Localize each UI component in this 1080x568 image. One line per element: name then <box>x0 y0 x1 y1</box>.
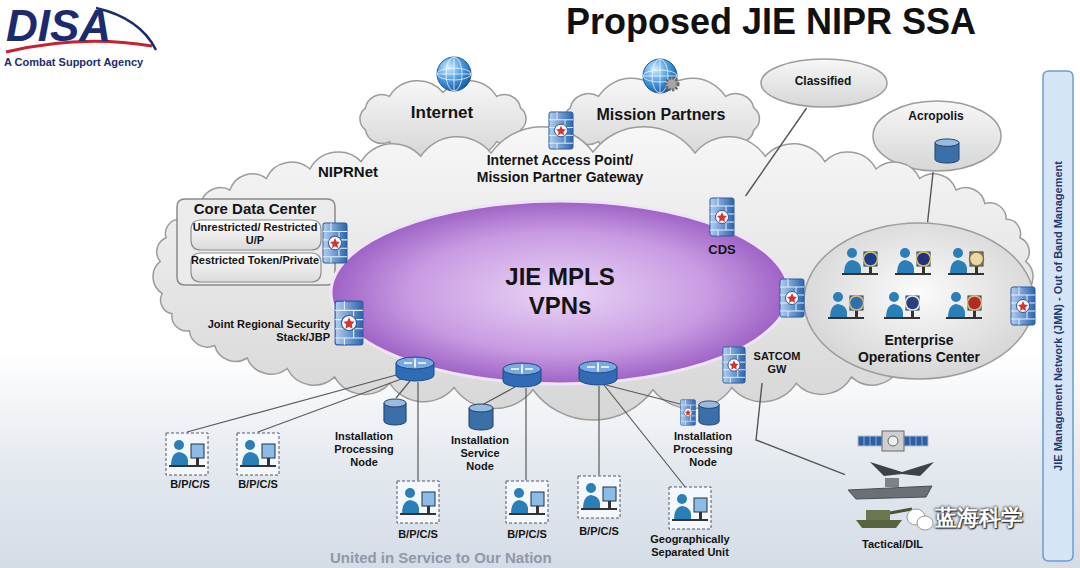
logo-tagline: A Combat Support Agency <box>4 56 143 69</box>
workstation-icon <box>166 433 208 475</box>
node-label: NIPRNet <box>318 163 418 181</box>
management-bar-outline <box>1043 71 1073 561</box>
firewall-icon <box>1011 287 1035 325</box>
node-label: JIE MPLS VPNs <box>490 263 630 321</box>
gear-icon <box>666 78 678 90</box>
node-label: Installation Service Node <box>446 434 514 474</box>
node-label: Mission Partners <box>556 105 766 124</box>
node-label: Joint Regional Security Stack/JBP <box>180 318 330 344</box>
router-icon <box>579 361 617 385</box>
workstation-icon <box>237 433 279 475</box>
tactical-node: Tactical/DIL <box>845 425 942 562</box>
mpls-ellipse-outline <box>331 201 789 384</box>
node-label: B/P/C/S <box>497 528 557 541</box>
node-label: Enterprise Operations Center <box>854 332 984 366</box>
enclave-pill-outline <box>191 253 321 282</box>
node-label: Internet Access Point/ Mission Partner G… <box>465 152 655 186</box>
operations-circle: Enterprise Operations Center <box>803 222 1035 380</box>
node-label: B/P/C/S <box>160 478 220 491</box>
watermark: United in Service to Our Nation <box>330 549 552 567</box>
operations-circle-outline <box>804 223 1034 379</box>
security-stack-node: Joint Regional Security Stack/JBP <box>180 318 332 350</box>
enclave-pill: Unrestricted/ Restricted U/P <box>190 219 322 251</box>
logo-tagline-wrap: A Combat Support Agency <box>4 56 143 69</box>
firewall-icon <box>681 400 696 426</box>
firewall-icon <box>323 223 347 263</box>
node-label: Installation Processing Node <box>322 430 406 470</box>
enclave-pill: Restricted Token/Private <box>190 252 322 283</box>
database-icon <box>469 404 493 430</box>
firewall-icon <box>723 347 745 383</box>
workstation-icon <box>578 476 620 518</box>
vertical-label: JIE Management Network (JMN) - Out of Ba… <box>1051 76 1065 556</box>
node-label: Core Data Center <box>176 200 334 218</box>
internet-cloud: Internet <box>352 82 534 156</box>
remote-unit-node: Geographically Separated Unit <box>640 533 742 563</box>
workstation-icon <box>669 487 711 529</box>
title-wrap: Proposed JIE NIPR SSA <box>566 0 976 43</box>
firewall-icon <box>335 301 363 345</box>
watermark: 蓝海科学 <box>935 505 1023 531</box>
node-label: Unrestricted/ Restricted U/P <box>190 221 320 247</box>
globe-icon <box>643 59 677 93</box>
gateway-node: Internet Access Point/ Mission Partner G… <box>450 112 670 192</box>
node-label: B/P/C/S <box>388 528 448 541</box>
node-label: Installation Processing Node <box>660 430 746 470</box>
node-label: Internet <box>352 103 532 123</box>
site-node: B/P/C/S <box>160 478 222 495</box>
watermark-wrap: United in Service to Our Nation <box>330 549 552 567</box>
site-node: B/P/C/S <box>497 528 559 545</box>
satellite-figure <box>858 431 928 451</box>
page-title: Proposed JIE NIPR SSA <box>566 0 976 43</box>
installation-node: Installation Processing Node <box>322 430 408 473</box>
wechat-icon <box>907 509 933 530</box>
firewall-icon <box>710 198 734 236</box>
logo-wordmark: DISA <box>6 0 111 53</box>
installation-node: Installation Service Node <box>438 434 522 477</box>
node-label: B/P/C/S <box>228 478 288 491</box>
acropolis-ellipse: Acropolis <box>872 100 1002 172</box>
node-label: Restricted Token/Private <box>190 254 320 267</box>
firewall-icon <box>780 279 804 317</box>
site-node: B/P/C/S <box>228 478 290 495</box>
classified-ellipse: Classified <box>760 58 888 108</box>
database-icon <box>935 139 959 163</box>
watermark-wrap: 蓝海科学 <box>935 505 1023 531</box>
enclave-pill-outline <box>191 220 321 250</box>
acropolis-ellipse-outline <box>873 101 1001 171</box>
classified-ellipse-outline <box>761 59 887 107</box>
data-center-box: Core Data CenterUnrestricted/ Restricted… <box>176 198 336 286</box>
router-icon <box>503 363 541 387</box>
node-label: B/P/C/S <box>569 525 629 538</box>
database-icon <box>384 399 406 425</box>
mpls-ellipse: JIE MPLS VPNs <box>330 200 790 385</box>
node-label: CDS <box>700 242 744 258</box>
management-bar: JIE Management Network (JMN) - Out of Ba… <box>1042 70 1074 562</box>
cds-node: CDS <box>700 196 746 261</box>
database-icon <box>699 401 719 425</box>
installation-node: Installation Processing Node <box>660 430 748 473</box>
workstation-icon <box>397 481 439 523</box>
node-label: Geographically Separated Unit <box>640 533 740 559</box>
node-label: SATCOM GW <box>750 350 804 376</box>
satcom-node: SATCOM GW <box>722 347 806 383</box>
site-node: B/P/C/S <box>569 525 631 542</box>
globe-icon <box>437 57 471 91</box>
data-center-box-outline <box>177 199 335 285</box>
firewall-icon <box>549 112 573 149</box>
workstation-icon <box>506 481 548 523</box>
node-label: Acropolis <box>872 109 1000 123</box>
site-node: B/P/C/S <box>388 528 450 545</box>
partner-cloud: Mission Partners <box>556 82 768 156</box>
node-label: Tactical/DIL <box>845 538 940 551</box>
logo-wordmark-wrap: DISA <box>6 0 111 53</box>
router-icon <box>396 357 434 381</box>
node-label: Classified <box>760 74 886 88</box>
